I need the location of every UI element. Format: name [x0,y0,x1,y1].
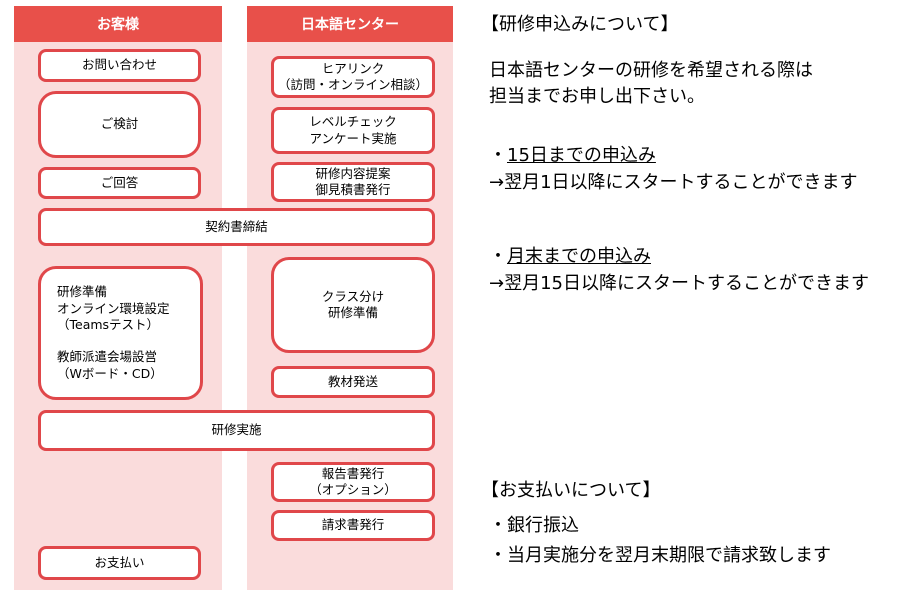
payment-item2: ・当月実施分を翌月末期限で請求致します [489,545,831,566]
bullet: ・ [489,145,507,166]
step-report: 報告書発行 （オプション） [271,462,435,502]
step-hearing: ヒアリンク （訪問・オンライン相談） [271,56,435,98]
application-case2: ・月末までの申込み [489,244,651,270]
step-class-prep: クラス分け 研修準備 [271,257,435,353]
application-case1-label: 15日までの申込み [507,145,656,166]
payment-item1: ・銀行振込 [489,515,579,536]
step-payment: お支払い [38,546,201,580]
application-line1: 日本語センターの研修を希望される際は [489,60,813,81]
step-contract: 契約書締結 [38,208,435,246]
application-title: 【研修申込みについて】 [481,14,679,35]
step-training: 研修実施 [38,410,435,451]
application-line2: 担当までお申し出下さい。 [489,86,705,107]
step-proposal: 研修内容提案 御見積書発行 [271,162,435,202]
step-review: ご検討 [38,91,201,158]
step-materials: 教材発送 [271,366,435,398]
application-case1-result: →翌月1日以降にスタートすることができます [489,172,858,193]
step-reply: ご回答 [38,167,201,199]
step-prep-customer: 研修準備 オンライン環境設定 （Teamsテスト） 教師派遣会場設営 （Wボード… [38,266,203,400]
step-invoice: 請求書発行 [271,510,435,541]
step-inquiry: お問い合わせ [38,49,201,82]
application-case2-result: →翌月15日以降にスタートすることができます [489,273,869,294]
application-case2-label: 月末までの申込み [507,246,651,267]
step-level-check: レベルチェック アンケート実施 [271,107,435,154]
customer-lane-header: お客様 [14,6,222,42]
center-lane-header: 日本語センター [247,6,453,42]
payment-title: 【お支払いについて】 [481,480,661,501]
bullet: ・ [489,246,507,267]
application-case1: ・15日までの申込み [489,143,656,169]
